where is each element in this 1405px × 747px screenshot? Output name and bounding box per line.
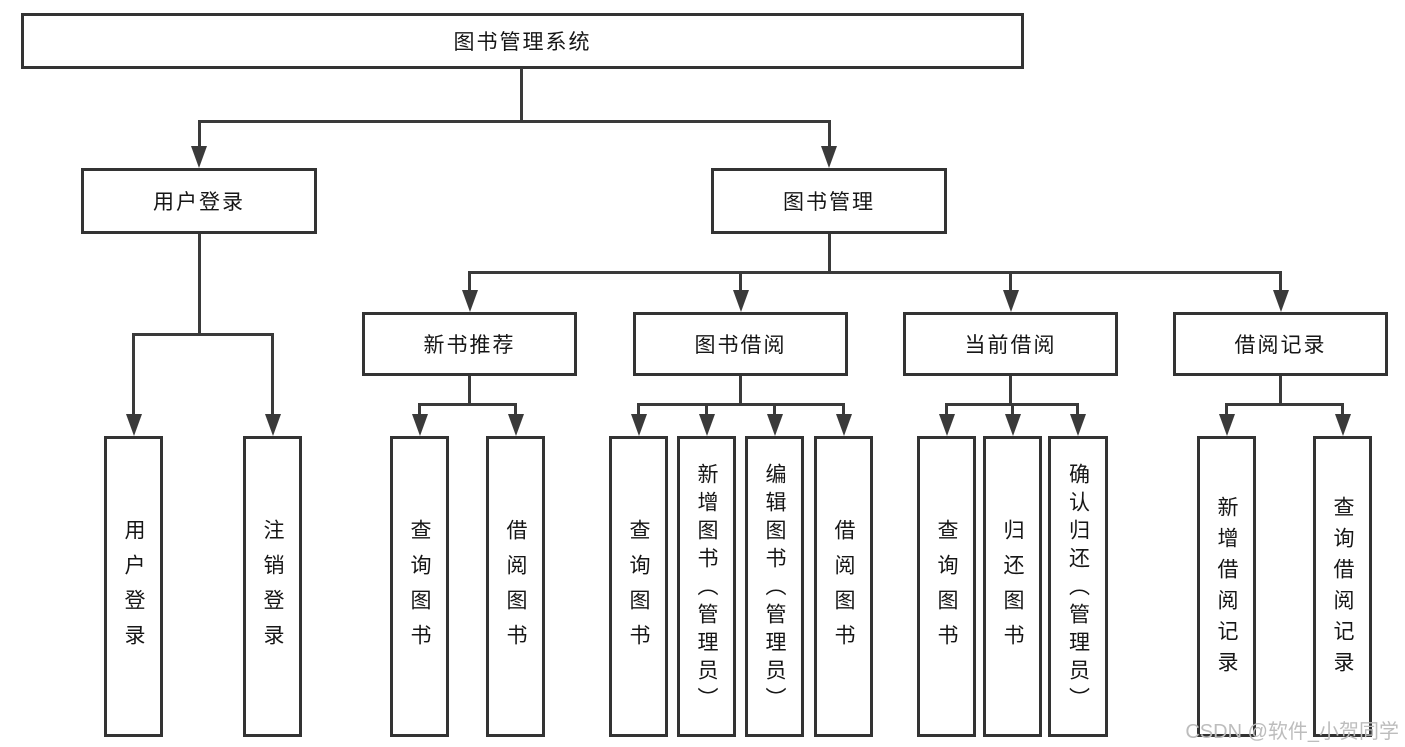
node-book-management: 图书管理 <box>711 168 947 234</box>
arrow-down-icon <box>939 414 955 436</box>
arrow-down-icon <box>1070 414 1086 436</box>
connector-drop <box>468 271 471 292</box>
connector-login-branch <box>132 333 274 336</box>
connector-drop <box>514 403 517 416</box>
node-current-borrowing: 当前借阅 <box>903 312 1118 376</box>
leaf-add-borrow-record: 新增借阅记录 <box>1197 436 1256 737</box>
arrow-down-icon <box>631 414 647 436</box>
connector-drop <box>1076 403 1079 416</box>
node-new-book-recommendation: 新书推荐 <box>362 312 577 376</box>
leaf-borrow-books-borrow: 借阅图书 <box>814 436 873 737</box>
arrow-down-icon <box>508 414 524 436</box>
node-user-login: 用户登录 <box>81 168 317 234</box>
node-book-borrowing: 图书借阅 <box>633 312 848 376</box>
leaf-return-book: 归还图书 <box>983 436 1042 737</box>
leaf-query-borrow-record: 查询借阅记录 <box>1313 436 1372 737</box>
connector-borrow-stem <box>739 376 742 406</box>
connector-drop <box>739 271 742 292</box>
connector-drop <box>418 403 421 416</box>
arrow-down-icon <box>733 290 749 312</box>
arrow-down-icon <box>1273 290 1289 312</box>
connector-current-stem <box>1009 376 1012 406</box>
connector-drop <box>705 403 708 416</box>
connector-drop-management <box>828 120 831 148</box>
connector-drop <box>1011 403 1014 416</box>
leaf-query-books-recommend: 查询图书 <box>390 436 449 737</box>
leaf-query-books-borrow: 查询图书 <box>609 436 668 737</box>
connector-management-branch <box>468 271 1282 274</box>
leaf-edit-book-admin: 编辑图书（管理员） <box>745 436 804 737</box>
arrow-down-icon <box>1335 414 1351 436</box>
arrow-down-icon <box>126 414 142 436</box>
arrow-down-icon <box>836 414 852 436</box>
connector-drop <box>132 333 135 416</box>
arrow-down-icon <box>462 290 478 312</box>
connector-recommend-stem <box>468 376 471 406</box>
arrow-down-icon <box>265 414 281 436</box>
leaf-add-book-admin: 新增图书（管理员） <box>677 436 736 737</box>
arrow-down-icon <box>1005 414 1021 436</box>
connector-drop <box>842 403 845 416</box>
watermark: CSDN @软件_小贺同学 <box>1185 721 1399 743</box>
connector-records-stem <box>1279 376 1282 406</box>
arrow-down-icon <box>767 414 783 436</box>
arrow-down-icon <box>821 146 837 168</box>
connector-root-branch <box>198 120 831 123</box>
arrow-down-icon <box>412 414 428 436</box>
leaf-logout: 注销登录 <box>243 436 302 737</box>
connector-drop <box>1225 403 1228 416</box>
connector-drop <box>1279 271 1282 292</box>
connector-drop <box>1341 403 1344 416</box>
connector-recommend-branch <box>418 403 517 406</box>
leaf-borrow-books-recommend: 借阅图书 <box>486 436 545 737</box>
leaf-confirm-return-admin: 确认归还（管理员） <box>1048 436 1108 737</box>
leaf-query-books-current: 查询图书 <box>917 436 976 737</box>
connector-drop-login <box>198 120 201 148</box>
connector-drop <box>945 403 948 416</box>
connector-borrow-branch <box>637 403 845 406</box>
node-borrowing-records: 借阅记录 <box>1173 312 1388 376</box>
connector-management-stem <box>828 234 831 273</box>
arrow-down-icon <box>699 414 715 436</box>
connector-login-stem <box>198 234 201 335</box>
leaf-user-login: 用户登录 <box>104 436 163 737</box>
connector-drop <box>271 333 274 416</box>
connector-records-branch <box>1225 403 1344 406</box>
connector-drop <box>1009 271 1012 292</box>
arrow-down-icon <box>191 146 207 168</box>
arrow-down-icon <box>1003 290 1019 312</box>
connector-drop <box>637 403 640 416</box>
node-root: 图书管理系统 <box>21 13 1024 69</box>
arrow-down-icon <box>1219 414 1235 436</box>
connector-drop <box>773 403 776 416</box>
connector-root-stem <box>520 68 523 122</box>
